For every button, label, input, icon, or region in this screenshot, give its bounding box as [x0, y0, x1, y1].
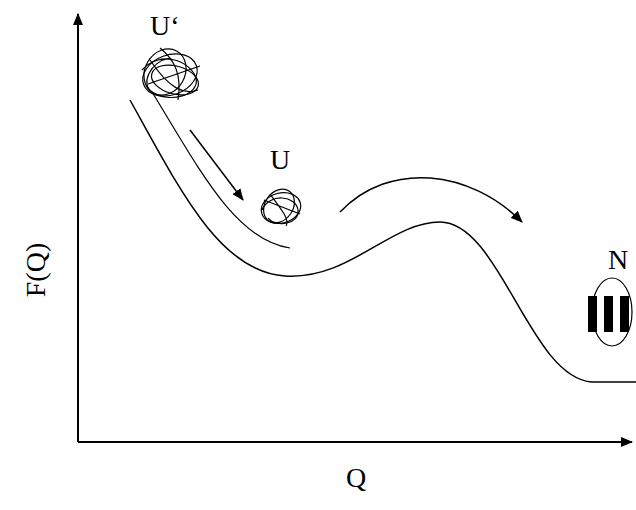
energy-curve-upper [152, 92, 290, 248]
y-axis [77, 14, 79, 442]
native-structure [588, 278, 632, 346]
unfolded-chain [136, 41, 203, 103]
state-label: U‘ [150, 12, 180, 40]
energy-curve [130, 100, 636, 382]
folding-arrow [340, 178, 522, 222]
state-label: U [270, 146, 290, 174]
axis-label: F(Q) [22, 243, 50, 297]
state-label: N [608, 246, 628, 274]
collapse-arrow [190, 130, 243, 200]
axis-label: Q [346, 464, 366, 492]
collapsed-chain [257, 183, 304, 229]
x-axis [78, 441, 632, 443]
